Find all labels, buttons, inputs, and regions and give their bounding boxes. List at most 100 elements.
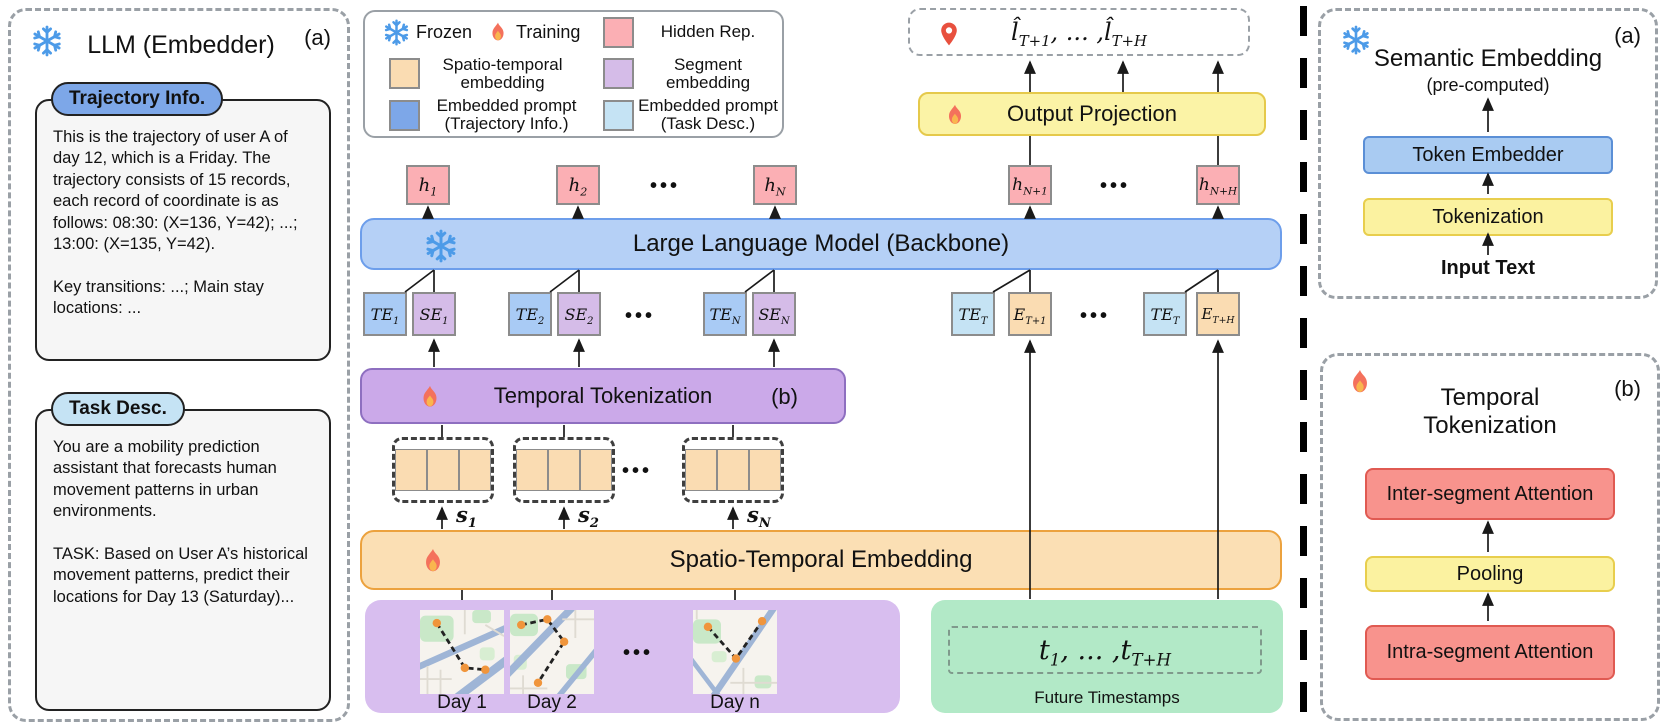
temporal-tokenization-bar: Temporal Tokenization (b) <box>360 368 846 424</box>
snowflake-icon <box>1343 25 1369 55</box>
se-embedding-box: SEN <box>752 292 796 336</box>
legend-hidden-rep: Hidden Rep. <box>593 12 782 53</box>
te-embedding-box: TE1 <box>363 292 407 336</box>
segment-cell <box>548 449 580 491</box>
legend: Frozen Training Hidden Rep. Spatio-tempo… <box>363 10 784 138</box>
trajectory-info-pill: Trajectory Info. <box>51 82 224 116</box>
se-embedding-box: SE2 <box>557 292 601 336</box>
inter-segment-attention-box: Inter-segment Attention <box>1365 468 1615 520</box>
segment-group <box>513 437 615 503</box>
daily-trajectories-panel: Day 1 Day 2 ••• Day n <box>365 600 900 713</box>
snowflake-icon <box>33 25 61 57</box>
segment-cell <box>427 449 459 491</box>
semantic-embedding-panel: (a) Semantic Embedding (pre-computed) To… <box>1318 8 1658 299</box>
future-timestamps-panel: t1, ... ,tT+H Future Timestamps <box>931 600 1283 713</box>
panel-a-title: Semantic Embedding <box>1373 45 1603 72</box>
map-pin-icon <box>941 22 957 46</box>
panel-left-title: LLM (Embedder) <box>87 31 275 59</box>
task-desc-pill: Task Desc. <box>51 392 185 426</box>
snowflake-icon <box>426 229 456 263</box>
te-embedding-box: TEN <box>703 292 747 336</box>
future-timestamps-expr-box: t1, ... ,tT+H <box>948 626 1262 674</box>
segment-cell <box>516 449 548 491</box>
panel-left-tag: (a) <box>304 25 331 50</box>
flame-icon <box>423 385 437 407</box>
legend-segment-label: Segment embedding <box>665 54 751 92</box>
legend-spatio: Spatio-temporal embedding <box>365 53 593 94</box>
prompt-traj-swatch <box>389 99 420 131</box>
llm-embedder-panel: LLM (Embedder) (a) Trajectory Info. This… <box>8 8 350 722</box>
day-label: Day n <box>710 692 760 713</box>
segment-cell <box>395 449 427 491</box>
predicted-locations-expr: l̂T+1, ... ,l̂T+H <box>1011 18 1147 50</box>
legend-prompt-task-label: Embedded prompt (Task Desc.) <box>638 95 778 134</box>
segment-label: s2 <box>578 502 599 532</box>
temporal-tokenization-panel: (b) Temporal Tokenization Inter-segment … <box>1320 353 1660 721</box>
trajectory-paragraph: This is the trajectory of user A of day … <box>53 128 298 254</box>
future-embedding-box: ET+1 <box>1008 292 1052 336</box>
hidden-rep-box: h1 <box>406 165 450 205</box>
task-desc-text: You are a mobility prediction assistant … <box>37 411 329 637</box>
segment-swatch <box>603 58 634 90</box>
future-timestamps-expr: t1, ... ,tT+H <box>1038 634 1172 669</box>
legend-prompt-task: Embedded prompt (Task Desc.) <box>593 95 782 136</box>
legend-hidden-label: Hidden Rep. <box>660 22 756 42</box>
task-paragraph: You are a mobility prediction assistant … <box>53 438 277 521</box>
day-map-thumbnail <box>693 610 777 694</box>
legend-segment: Segment embedding <box>593 53 782 94</box>
te-embedding-box: TE2 <box>508 292 552 336</box>
hidden-rep-swatch <box>603 17 634 49</box>
trajectory-info-text: This is the trajectory of user A of day … <box>37 101 329 349</box>
trajectory-paragraph: Key transitions: ...; Main stay location… <box>53 277 264 318</box>
segment-cell <box>459 449 491 491</box>
ellipsis: ••• <box>1080 305 1111 327</box>
te-task-embedding-box: TET <box>1143 292 1187 336</box>
hidden-rep-box: hN <box>753 165 797 205</box>
ellipsis: ••• <box>623 642 654 664</box>
pooling-box: Pooling <box>1365 556 1615 592</box>
day-label: Day 1 <box>437 692 487 713</box>
ellipsis: ••• <box>1100 175 1131 197</box>
section-divider <box>1300 6 1307 721</box>
legend-prompt-traj: Embedded prompt (Trajectory Info.) <box>365 95 593 136</box>
segment-group <box>682 437 784 503</box>
panel-a-tag: (a) <box>1614 23 1641 48</box>
flame-icon <box>948 104 962 125</box>
te-task-embedding-box: TET <box>951 292 995 336</box>
spatio-temporal-embedding-label: Spatio-Temporal Embedding <box>669 546 973 573</box>
legend-frozen-training: Frozen Training <box>365 12 593 53</box>
se-embedding-box: SE1 <box>412 292 456 336</box>
task-paragraph: TASK: Based on User A’s historical movem… <box>53 544 308 606</box>
output-projection-label: Output Projection <box>1007 101 1177 126</box>
legend-training-label: Training <box>516 22 581 43</box>
flame-icon <box>492 22 504 41</box>
predicted-locations-box: l̂T+1, ... ,l̂T+H <box>908 8 1250 56</box>
legend-prompt-traj-label: Embedded prompt (Trajectory Info.) <box>436 95 577 134</box>
segment-label: sN <box>747 502 771 532</box>
segment-cell <box>717 449 749 491</box>
day-label: Day 2 <box>527 692 577 713</box>
token-embedder-box: Token Embedder <box>1363 136 1613 174</box>
trajectory-info-card: Trajectory Info. This is the trajectory … <box>35 82 331 361</box>
ellipsis: ••• <box>625 305 656 327</box>
legend-spatio-label: Spatio-temporal embedding <box>442 54 563 92</box>
day-map-thumbnail <box>510 610 594 694</box>
ellipsis: ••• <box>622 460 653 482</box>
panel-b-title: Temporal Tokenization <box>1423 384 1557 440</box>
flame-icon <box>1353 370 1367 393</box>
llm-backbone-bar: Large Language Model (Backbone) <box>360 218 1282 270</box>
panel-a-subtitle: (pre-computed) <box>1426 75 1550 95</box>
panel-b-tag: (b) <box>1614 376 1641 401</box>
flame-icon <box>426 549 440 572</box>
hidden-rep-box: hN+1 <box>1008 165 1052 205</box>
spatio-swatch <box>389 58 420 90</box>
hidden-rep-box: hN+H <box>1196 165 1240 205</box>
segment-cell <box>685 449 717 491</box>
output-projection-box: Output Projection <box>918 92 1266 136</box>
tokenization-box: Tokenization <box>1363 198 1613 236</box>
segment-cell <box>749 449 781 491</box>
hidden-rep-box: h2 <box>556 165 600 205</box>
snowflake-icon <box>384 19 409 46</box>
legend-frozen-label: Frozen <box>416 22 473 43</box>
